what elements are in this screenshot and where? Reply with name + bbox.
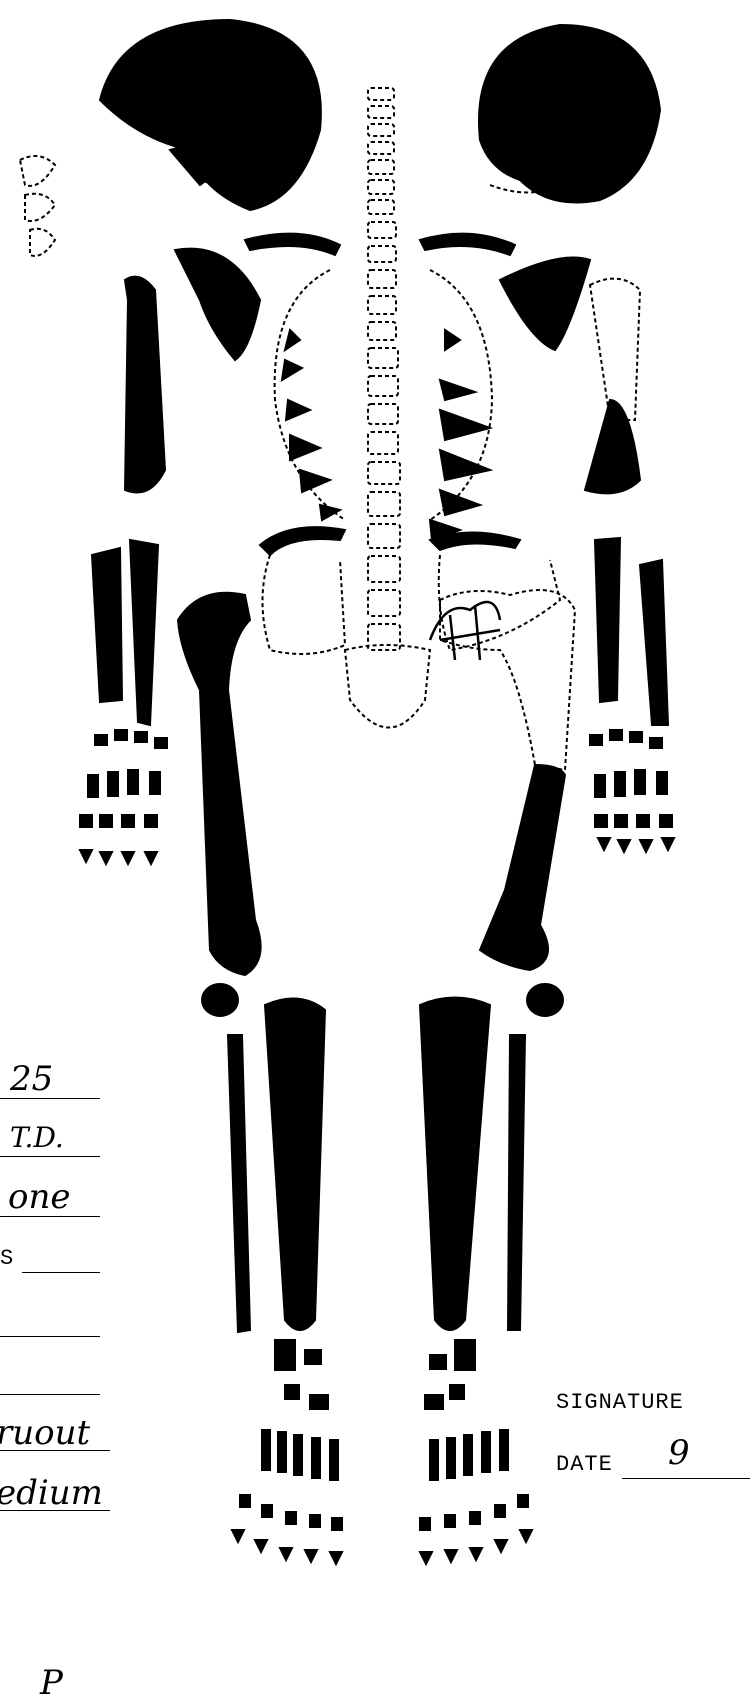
ulna-left (92, 548, 122, 702)
skull-right (479, 25, 660, 203)
scapula-right (500, 258, 590, 351)
hand-right-bones (590, 730, 674, 852)
ulna-right (640, 560, 668, 725)
foot-left-bones (232, 1340, 342, 1564)
femur-right-distal (480, 765, 565, 970)
date-label: DATE (556, 1452, 613, 1477)
form-field-line-4 (22, 1272, 100, 1273)
form-field-line-2 (0, 1156, 100, 1157)
patella-right (527, 984, 563, 1016)
clavicle-right (420, 234, 515, 255)
form-field-value-8: edium (0, 1476, 103, 1510)
pelvis-left-outline (263, 555, 346, 654)
form-field-value-2: T.D. (10, 1124, 64, 1152)
date-value: 9 (668, 1436, 690, 1470)
iliac-right (430, 533, 520, 551)
foot-right-bones (420, 1340, 532, 1564)
patella-left (202, 984, 238, 1016)
signature-label: SIGNATURE (556, 1390, 684, 1415)
form-field-value-9: P (40, 1666, 63, 1700)
sacrum (345, 645, 430, 728)
loose-vertebrae-outline (20, 156, 55, 256)
ribs-shaded (282, 330, 490, 540)
humerus-right-distal (585, 400, 640, 493)
vertebral-column (368, 88, 400, 650)
form-field-value-1: 25 (10, 1062, 53, 1096)
form-field-value-7: ruout (0, 1416, 90, 1450)
date-line (622, 1478, 750, 1479)
fibula-left (228, 1035, 250, 1332)
humerus-left (125, 277, 165, 493)
radius-left (130, 540, 158, 725)
femur-left (178, 593, 261, 975)
clavicle-left (245, 234, 340, 255)
form-field-value-3: one (8, 1180, 71, 1214)
fibula-right (508, 1035, 525, 1330)
femur-right-outline (440, 590, 575, 770)
tibia-left (265, 999, 325, 1330)
scapula-left (175, 249, 260, 360)
hand-left-bones (80, 730, 167, 864)
form-field-label-4: S (0, 1246, 14, 1271)
radius-right (595, 538, 620, 702)
pelvis-right-outline (439, 555, 560, 650)
form-field-line-5 (0, 1336, 100, 1337)
iliac-left (260, 527, 345, 555)
form-field-line-6 (0, 1394, 100, 1395)
tibia-right (420, 998, 490, 1331)
humerus-right-outline (590, 279, 640, 420)
